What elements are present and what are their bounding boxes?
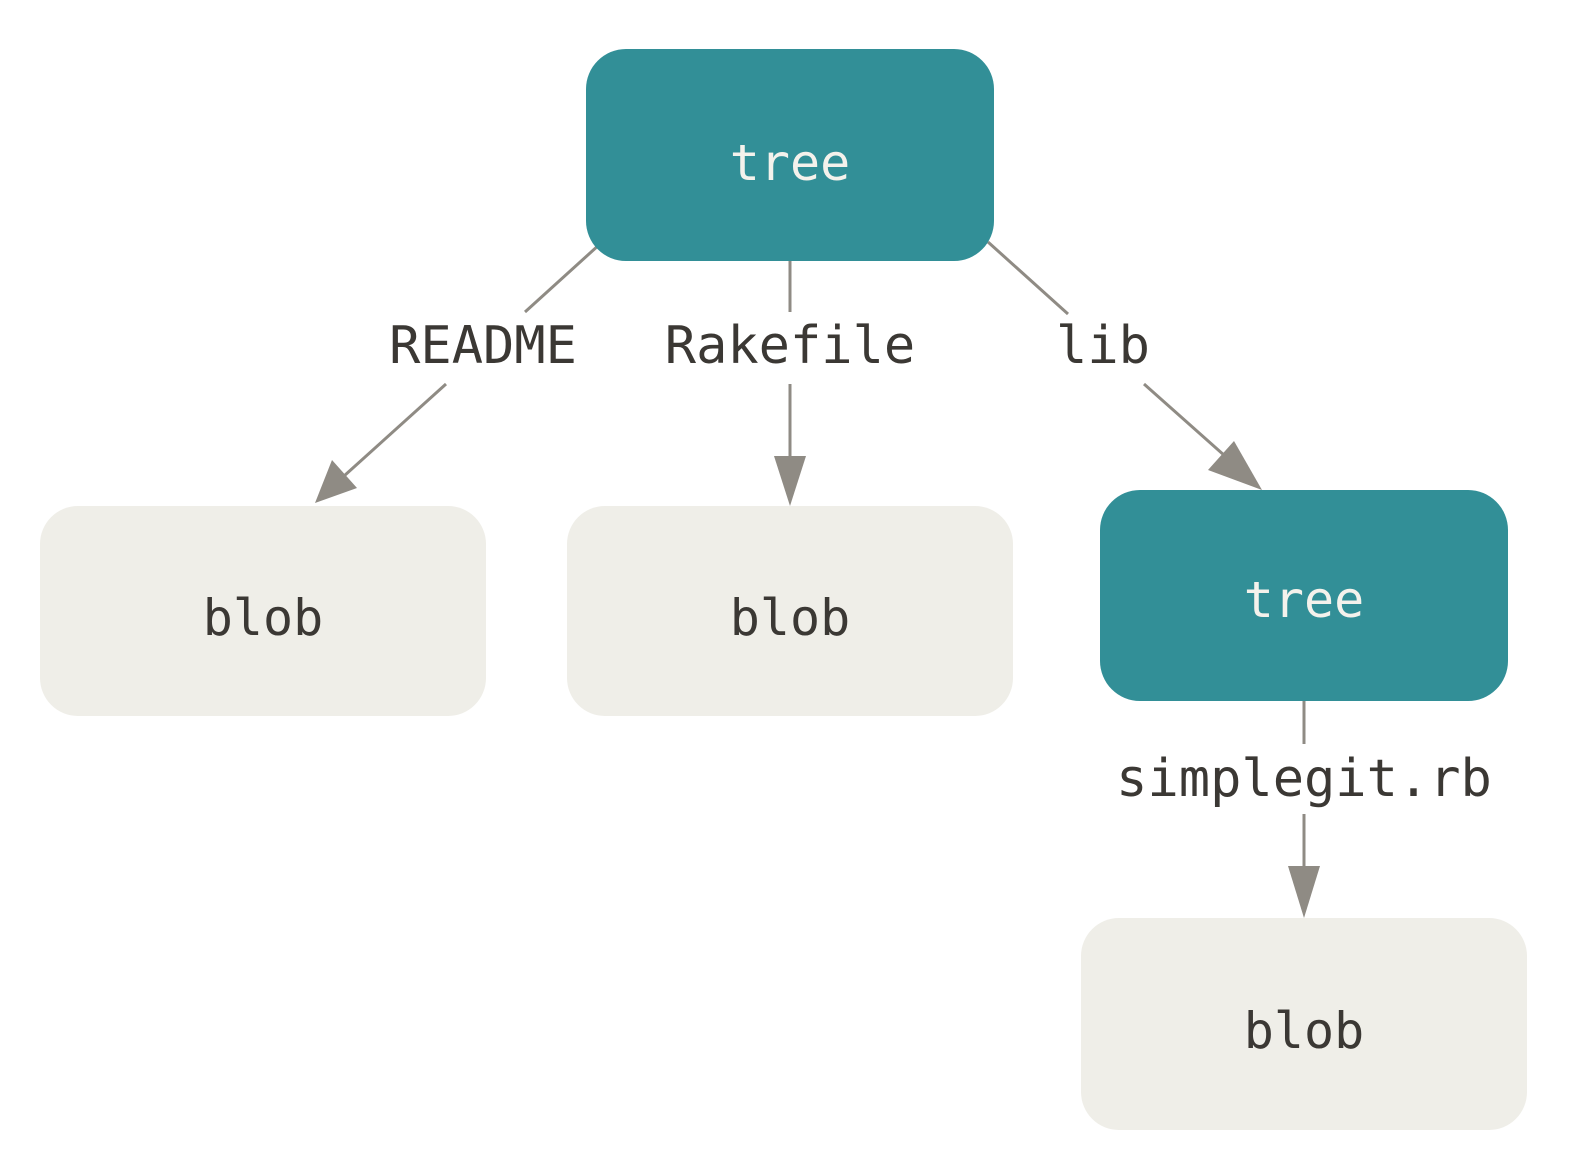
node-blob-readme-box (40, 506, 486, 716)
node-lib-tree-label: tree (1244, 571, 1364, 629)
edge-rakefile-label: Rakefile (665, 316, 915, 376)
node-lib-tree: tree (1100, 490, 1508, 701)
node-blob-rakefile-label: blob (730, 589, 850, 647)
edge-lib-line-bottom (1143, 382, 1235, 466)
edge-rakefile-arrowhead (774, 456, 806, 506)
edge-readme-line-bottom (342, 382, 448, 478)
node-blob-rakefile: blob (567, 506, 1013, 716)
node-blob-simplegit: blob (1081, 918, 1527, 1130)
node-lib-tree-box (1100, 490, 1508, 701)
node-blob-simplegit-label: blob (1244, 1002, 1364, 1060)
node-blob-readme-label: blob (203, 589, 323, 647)
edge-lib: lib (986, 240, 1262, 490)
node-root-tree: tree (586, 49, 994, 261)
edge-lib-label: lib (1056, 316, 1150, 376)
edge-readme: README (315, 242, 602, 503)
node-root-tree-label: tree (730, 134, 850, 192)
node-root-tree-box (586, 49, 994, 261)
edge-readme-line-top (523, 242, 602, 314)
edge-readme-arrowhead (315, 460, 357, 503)
node-blob-simplegit-box (1081, 918, 1527, 1130)
edge-lib-line-top (986, 240, 1070, 316)
edge-simplegit-label: simplegit.rb (1116, 749, 1492, 809)
edge-simplegit-arrowhead (1288, 866, 1320, 918)
edge-lib-arrowhead (1208, 441, 1262, 490)
edge-rakefile: Rakefile (665, 260, 915, 506)
edge-simplegit: simplegit.rb (1116, 700, 1492, 918)
node-blob-readme: blob (40, 506, 486, 716)
node-blob-rakefile-box (567, 506, 1013, 716)
edge-readme-label: README (389, 316, 577, 376)
